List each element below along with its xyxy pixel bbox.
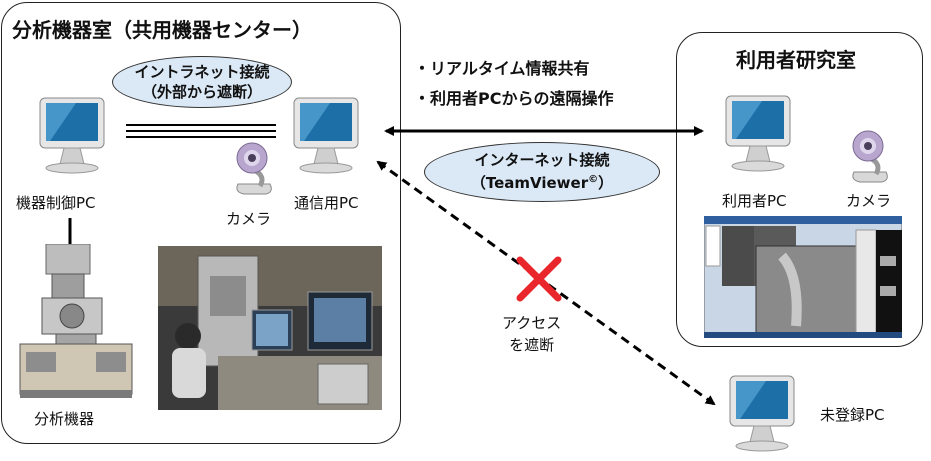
lab-camera-label: カメラ xyxy=(226,210,272,228)
unregistered-pc-label: 未登録PC xyxy=(820,406,885,424)
control-pc-label: 機器制御PC xyxy=(16,194,96,212)
lab-camera-icon xyxy=(236,142,272,195)
blocked-label: アクセス を遮断 xyxy=(502,312,561,356)
comm-pc-monitor-icon xyxy=(293,97,359,174)
block-mark xyxy=(516,256,562,302)
feature-item: ・リアルタイム情報共有 xyxy=(414,59,590,78)
control-pc-monitor-icon xyxy=(39,97,105,174)
blocked-arrow xyxy=(376,160,716,406)
instrument-icon xyxy=(19,244,133,398)
comm-pc-label: 通信用PC xyxy=(294,194,359,212)
remote-screen-screenshot xyxy=(704,216,902,338)
user-camera-icon xyxy=(852,130,888,183)
lab-operation-photo xyxy=(158,246,382,410)
feature-list: ・リアルタイム情報共有 ・利用者PCからの遠隔操作 xyxy=(414,54,613,114)
intranet-link xyxy=(126,124,276,138)
user-camera-label: カメラ xyxy=(846,192,892,210)
blocked-line2: を遮断 xyxy=(509,336,555,354)
blocked-line1: アクセス xyxy=(502,314,562,332)
feature-item: ・利用者PCからの遠隔操作 xyxy=(414,89,614,108)
lab-room-title: 分析機器室（共用機器センター） xyxy=(12,18,312,42)
user-pc-label: 利用者PC xyxy=(722,192,787,210)
intranet-line1: イントラネット接続 xyxy=(134,63,270,81)
user-room-title: 利用者研究室 xyxy=(736,48,856,72)
intranet-bubble: イントラネット接続 （外部から遮断） xyxy=(112,56,292,108)
user-pc-monitor-icon xyxy=(725,95,791,172)
intranet-line2: （外部から遮断） xyxy=(141,83,262,101)
instrument-label: 分析機器 xyxy=(34,410,95,428)
unregistered-pc-monitor-icon xyxy=(729,375,795,452)
